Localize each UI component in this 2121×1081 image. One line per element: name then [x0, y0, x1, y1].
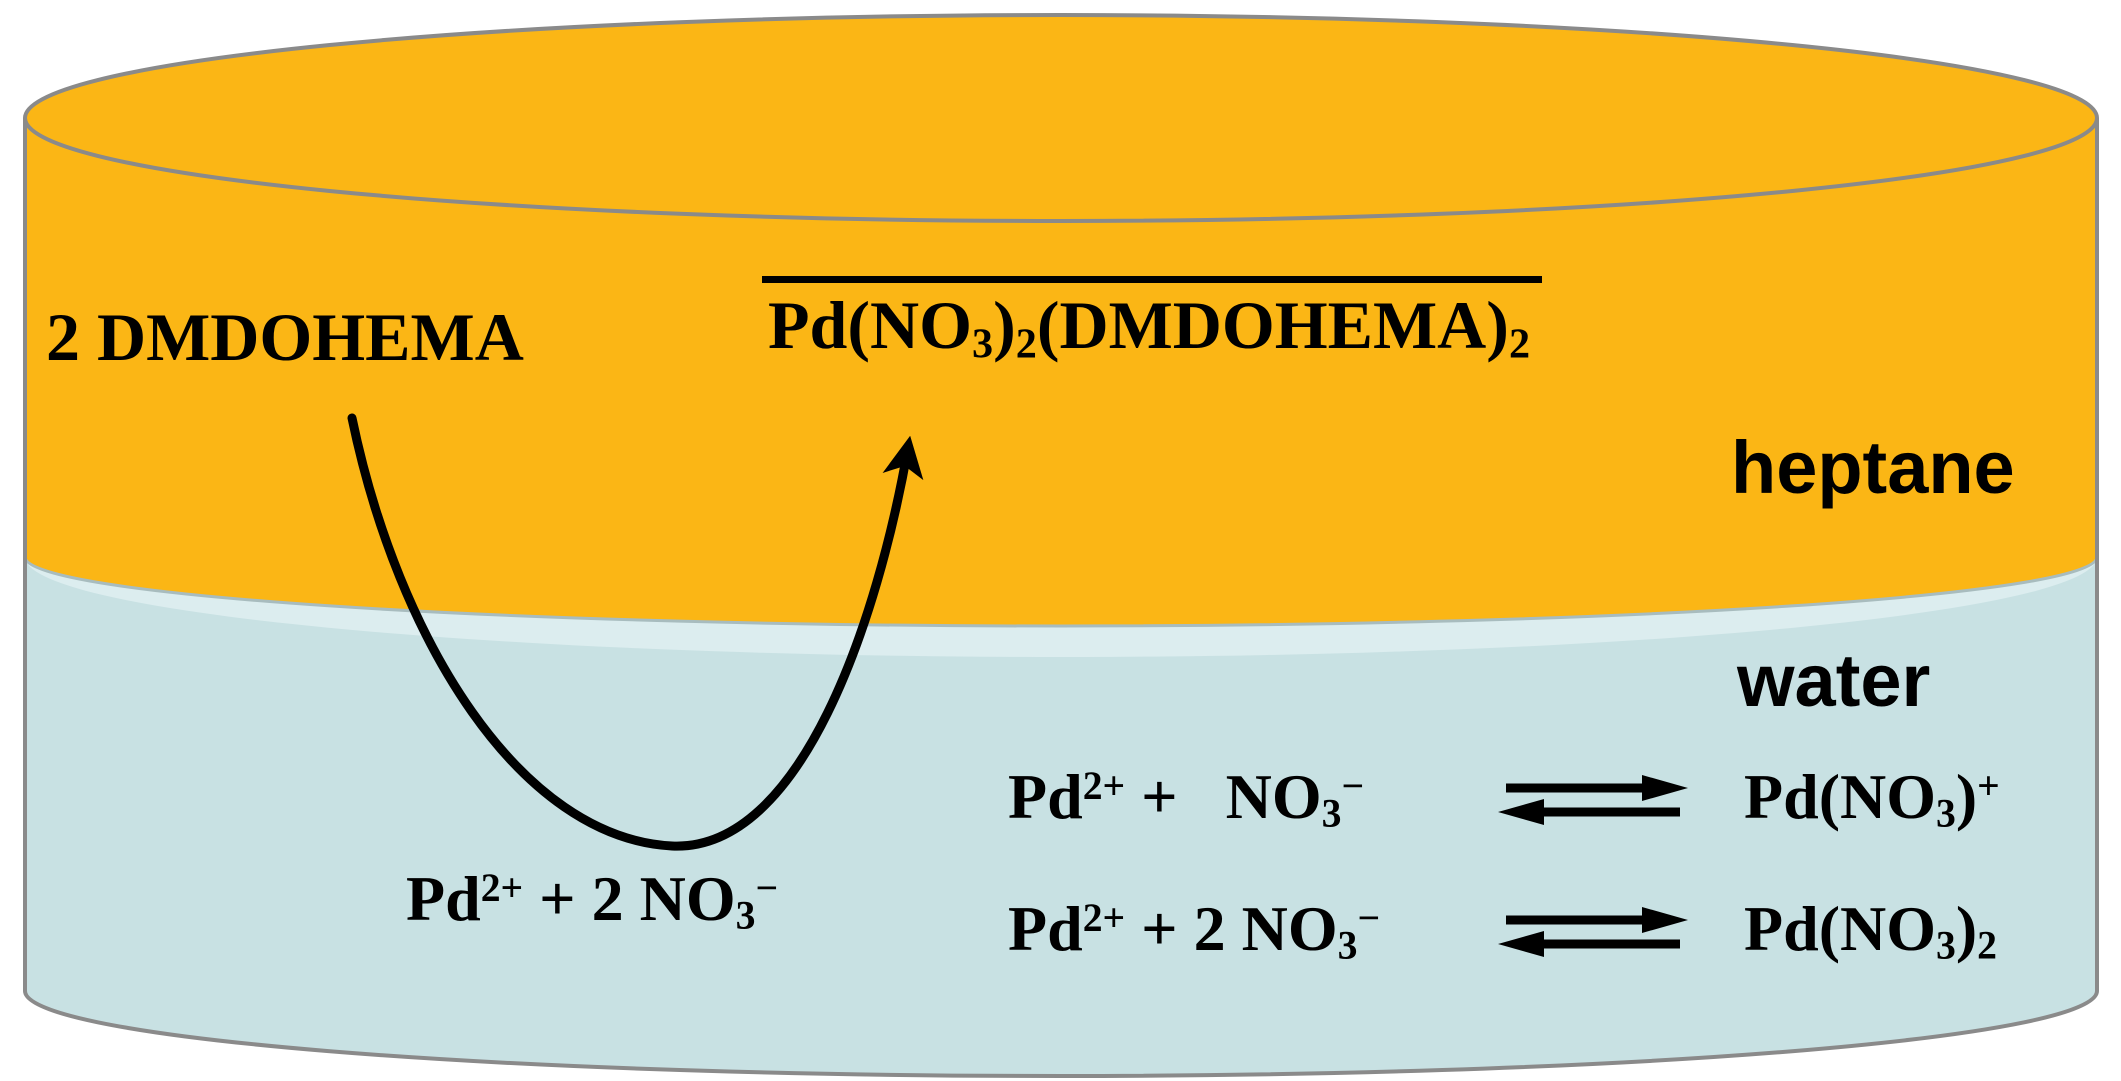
- heptane-phase-label: heptane: [1731, 426, 2015, 509]
- complex-label: Pd(NO3)2(DMDOHEMA)2: [762, 276, 1543, 368]
- aqueous-equilibria: Pd2+ + NO3− Pd(NO3)+ Pd2+ + 2 NO3− Pd(NO…: [1008, 760, 2000, 1024]
- extraction-arrow: [347, 413, 924, 851]
- equilibrium-arrows-icon: [1498, 907, 1688, 957]
- complex-formula: Pd(NO3)2(DMDOHEMA)2: [768, 287, 1531, 368]
- water-surface-highlight: [25, 557, 2097, 657]
- eq2-right-formula: Pd(NO3)2: [1744, 893, 1997, 968]
- equilibrium-row-1: Pd2+ + NO3− Pd(NO3)+: [1008, 760, 2000, 834]
- eq1-left-formula: Pd2+ + NO3−: [1008, 761, 1365, 836]
- eq2-left-formula: Pd2+ + 2 NO3−: [1008, 893, 1381, 968]
- extractant-label: 2 DMDOHEMA: [46, 299, 524, 375]
- beaker-outline: [23, 118, 2099, 1078]
- heptane-layer: [25, 118, 2097, 626]
- eq1-right-formula: Pd(NO3)+: [1744, 761, 2000, 836]
- beaker-top-surface: [23, 13, 2099, 223]
- transfer-species-label: Pd2+ + 2 NO3−: [406, 863, 779, 938]
- water-phase-label: water: [1737, 639, 1931, 722]
- interface-line: [23, 556, 2099, 628]
- equilibrium-arrows-icon: [1498, 775, 1688, 825]
- equilibrium-row-2: Pd2+ + 2 NO3− Pd(NO3)2: [1008, 892, 2000, 966]
